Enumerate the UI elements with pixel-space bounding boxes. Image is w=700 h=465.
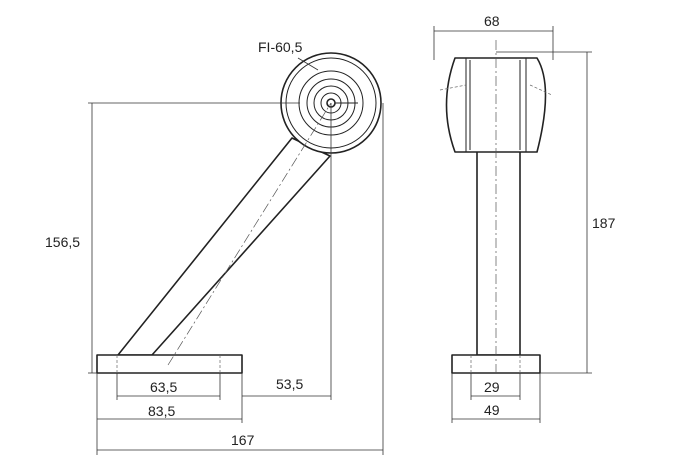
label-total-length: 167 bbox=[231, 432, 255, 448]
front-view bbox=[439, 40, 553, 374]
side-arm bbox=[117, 137, 331, 356]
label-base-inner-side: 63,5 bbox=[150, 379, 177, 395]
label-height-side: 156,5 bbox=[45, 234, 80, 250]
front-lamp-housing bbox=[445, 57, 547, 153]
front-dimensions bbox=[433, 26, 592, 423]
side-base bbox=[96, 354, 243, 374]
label-offset-side: 53,5 bbox=[276, 376, 303, 392]
label-base-outer-side: 83,5 bbox=[148, 403, 175, 419]
side-dimensions bbox=[88, 57, 384, 455]
label-width-front: 68 bbox=[484, 13, 500, 29]
label-base-outer-front: 49 bbox=[484, 402, 500, 418]
side-centerline bbox=[167, 102, 332, 366]
side-view bbox=[96, 52, 382, 374]
label-base-inner-front: 29 bbox=[484, 379, 500, 395]
diameter-leader bbox=[297, 57, 319, 71]
front-stem bbox=[476, 117, 521, 356]
label-diameter: FI-60,5 bbox=[258, 39, 303, 55]
label-height-front: 187 bbox=[592, 215, 616, 231]
